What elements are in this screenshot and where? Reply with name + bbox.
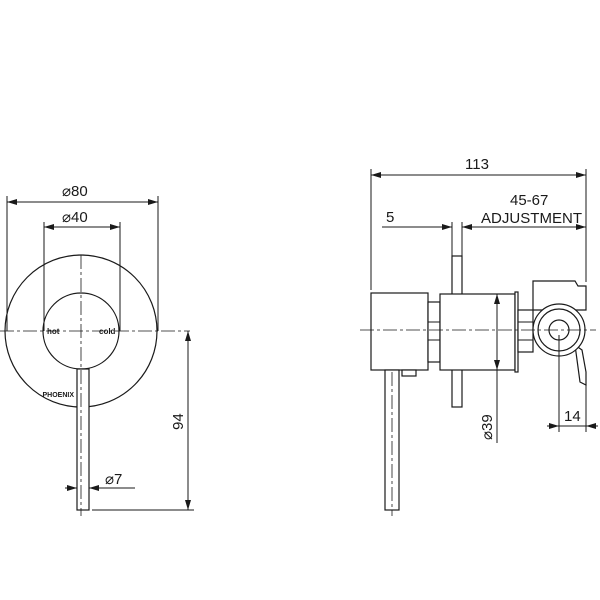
side-view: 113 5 45-67 ADJUSTMENT ⌀39 14 [360, 156, 598, 516]
dim-inner-diameter: ⌀40 [62, 209, 88, 226]
handle-body [370, 292, 429, 371]
dim-handle-diameter: ⌀7 [105, 471, 122, 488]
cartridge-body [439, 293, 516, 371]
grub-screw [401, 369, 417, 377]
mounting-bracket [532, 280, 587, 311]
valve-connector [517, 309, 534, 353]
hot-label: hot [47, 327, 60, 336]
front-view: PHOENIX hot cold ⌀80 ⌀40 94 ⌀7 [0, 183, 194, 516]
bracket-lug [574, 343, 587, 386]
dim-handle-height: 94 [170, 413, 187, 430]
dim-plate-thickness: 5 [386, 209, 394, 226]
dim-body-diameter: ⌀39 [479, 414, 496, 440]
dim-outer-diameter: ⌀80 [62, 183, 88, 200]
dim-outlet-offset: 14 [564, 408, 581, 425]
body-step [427, 301, 441, 363]
cold-label: cold [99, 327, 116, 336]
brand-logo: PHOENIX [42, 392, 74, 399]
dim-adjustment-range: 45-67 [510, 192, 548, 209]
handle-lever [76, 368, 90, 511]
dim-overall-depth: 113 [465, 156, 489, 173]
dim-adjustment-label: ADJUSTMENT [481, 210, 582, 227]
